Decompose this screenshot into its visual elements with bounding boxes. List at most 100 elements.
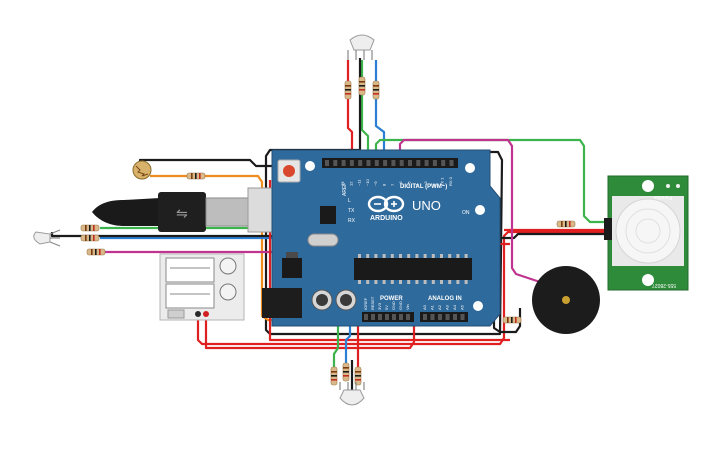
header-pin[interactable] [392, 314, 396, 320]
resistor[interactable] [344, 80, 352, 100]
power-supply-module[interactable] [159, 253, 245, 321]
chip-leg [464, 280, 468, 284]
arduino-logo-icon [367, 195, 405, 213]
analog-pin-label: A0 [422, 304, 427, 310]
chip-leg [423, 280, 427, 284]
header-pin[interactable] [391, 160, 396, 166]
arduino-brand: ARDUINO [370, 215, 403, 222]
reset-button-cap [283, 165, 295, 177]
header-pin[interactable] [449, 160, 454, 166]
header-pin[interactable] [385, 314, 389, 320]
header-pin[interactable] [378, 314, 382, 320]
header-pin[interactable] [423, 314, 427, 320]
wire-green-pir[interactable] [374, 138, 610, 224]
header-pin[interactable] [399, 314, 403, 320]
rx-label: RX [348, 218, 356, 224]
resistor[interactable] [186, 172, 206, 180]
header-pin[interactable] [441, 160, 446, 166]
usb-chip [320, 206, 336, 224]
header-pin[interactable] [366, 160, 371, 166]
resistor[interactable] [80, 224, 100, 232]
rgb-led-left[interactable] [33, 229, 61, 247]
buzzer-center [562, 296, 570, 304]
header-pin[interactable] [341, 160, 346, 166]
pir-dome [615, 198, 681, 264]
chip-leg [448, 280, 452, 284]
capacitor-top [340, 294, 352, 306]
rgb-led-top[interactable] [347, 34, 375, 60]
wire-black-pir[interactable] [500, 232, 610, 240]
wire-red-power-2[interactable] [204, 318, 416, 350]
chip-leg [390, 254, 394, 258]
usb-icon: ⇋ [176, 206, 188, 222]
header-pin[interactable] [432, 160, 437, 166]
pir-top-text: Parallax [653, 194, 672, 200]
header-pin[interactable] [374, 160, 379, 166]
header-pin[interactable] [399, 160, 404, 166]
power-pin-label: IOREF [363, 297, 368, 310]
aref-label: AREF [342, 183, 348, 196]
digital-pin-label: 13 [340, 181, 345, 186]
resistor[interactable] [86, 248, 106, 256]
chip-leg [423, 254, 427, 258]
header-pin[interactable] [406, 314, 410, 320]
header-pin[interactable] [333, 160, 338, 166]
resistor[interactable] [556, 220, 576, 228]
crystal [307, 233, 339, 247]
pir-mount-hole [642, 180, 654, 192]
header-pin[interactable] [416, 160, 421, 166]
arduino-model: UNO [412, 198, 441, 213]
chip-leg [374, 254, 378, 258]
power-pin-label: GND [391, 301, 396, 310]
power-module-display [165, 283, 215, 309]
header-pin[interactable] [364, 314, 368, 320]
header-pin[interactable] [438, 314, 442, 320]
header-pin[interactable] [460, 314, 465, 320]
header-pin[interactable] [445, 314, 450, 320]
chip-leg [440, 280, 443, 284]
digital-pin-label: 2 [431, 183, 436, 186]
on-label: ON [462, 210, 470, 216]
wire-red-power-3[interactable] [268, 180, 510, 342]
header-pin[interactable] [424, 160, 429, 166]
resistor[interactable] [354, 366, 362, 386]
resistor[interactable] [502, 316, 522, 324]
resistor[interactable] [372, 80, 380, 100]
chip-leg [456, 280, 460, 284]
digital-label: DIGITAL (PWM~) [400, 184, 447, 190]
header-pin[interactable] [383, 160, 388, 166]
header-pin[interactable] [349, 160, 354, 166]
header-pin[interactable] [358, 160, 363, 166]
chip-legs [358, 254, 468, 284]
analog-pin-label: A2 [437, 304, 442, 310]
photoresistor[interactable] [132, 160, 152, 180]
header-pin[interactable] [371, 314, 375, 320]
arduino-uno-board[interactable]: AREF DIGITAL (PWM~) TX RX L ON ARDUINO U… [262, 149, 501, 327]
chip-leg [374, 280, 378, 284]
chip-leg [382, 254, 386, 258]
capacitor-top [316, 294, 328, 306]
piezo-buzzer[interactable] [532, 266, 600, 334]
digital-header [322, 158, 458, 168]
digital-pin-label: ~10 [365, 178, 370, 186]
chip-leg [464, 254, 468, 258]
rgb-led-bottom[interactable] [339, 382, 365, 406]
resistor[interactable] [342, 362, 350, 382]
wire-magenta-buzzer[interactable] [398, 138, 541, 284]
header-pin[interactable] [408, 160, 412, 166]
power-pin-label: 5V [384, 305, 389, 310]
header-pin[interactable] [430, 314, 435, 320]
power-pin-label: GND [398, 301, 403, 310]
header-pin[interactable] [453, 314, 457, 320]
header-pin[interactable] [325, 160, 329, 166]
resistor[interactable] [330, 366, 338, 386]
pir-mount-hole [642, 274, 654, 286]
resistor[interactable] [80, 234, 100, 242]
power-module-knob[interactable] [219, 283, 237, 301]
power-module-knob[interactable] [219, 257, 237, 275]
resistor[interactable] [358, 76, 366, 96]
pir-sensor[interactable]: Parallax 555-28027 [604, 175, 689, 291]
chip-leg [448, 254, 452, 258]
